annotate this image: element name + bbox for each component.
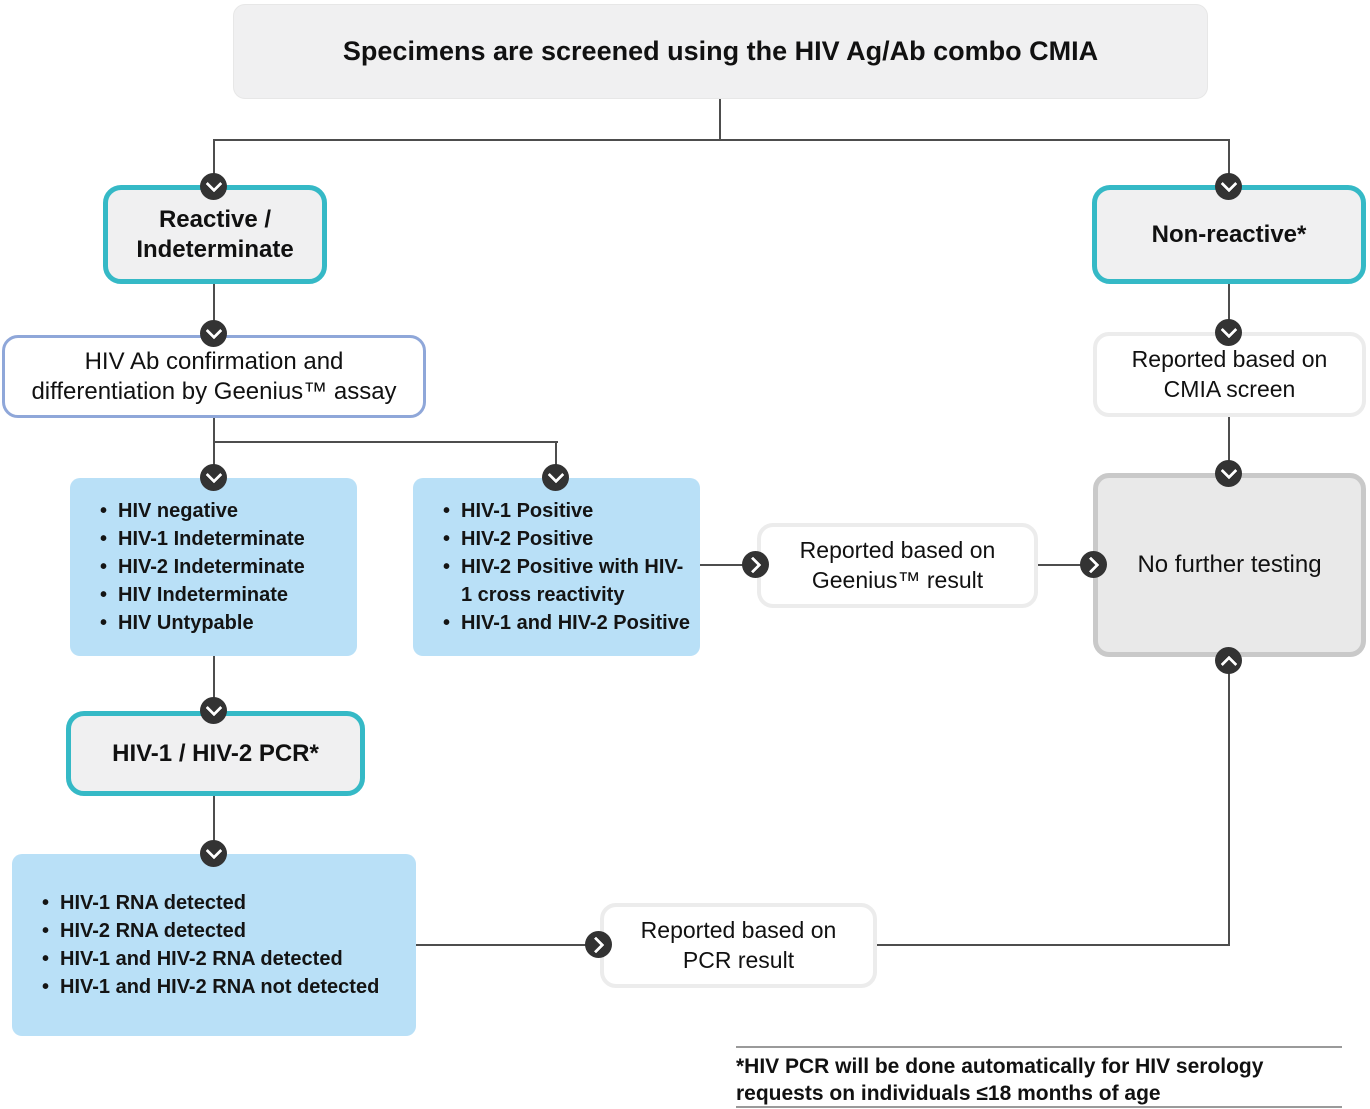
list-item: HIV-1 and HIV-2 RNA detected — [42, 945, 379, 973]
arrow-right-icon — [1080, 551, 1107, 578]
arrow-down-icon — [200, 840, 227, 867]
reactive-label: Reactive / Indeterminate — [136, 205, 294, 263]
pcr-results-node: HIV-1 RNA detectedHIV-2 RNA detectedHIV-… — [12, 854, 416, 1036]
connector-line — [213, 656, 215, 711]
connector-line — [416, 944, 599, 946]
geenius-assay-node: HIV Ab confirmation and differentiation … — [2, 335, 426, 418]
list-item: HIV negative — [100, 497, 305, 525]
arrow-down-icon — [1215, 460, 1242, 487]
arrow-down-icon — [200, 173, 227, 200]
arrow-up-icon — [1215, 647, 1242, 674]
arrow-down-icon — [542, 464, 569, 491]
pcr-report-node: Reported based on PCR result — [600, 903, 877, 988]
arrow-down-icon — [200, 464, 227, 491]
footnote-text: *HIV PCR will be done automatically for … — [736, 1055, 1264, 1106]
connector-line — [213, 417, 215, 443]
list-item: HIV-2 Positive — [443, 525, 690, 553]
arrow-right-icon — [585, 931, 612, 958]
connector-line — [877, 944, 1230, 946]
pcr-label: HIV-1 / HIV-2 PCR* — [112, 739, 319, 767]
screening-title-node: Specimens are screened using the HIV Ag/… — [233, 4, 1208, 99]
connector-line — [700, 564, 756, 566]
screening-title-label: Specimens are screened using the HIV Ag/… — [342, 36, 1099, 66]
arrow-down-icon — [1215, 319, 1242, 346]
geenius-assay-label: HIV Ab confirmation and differentiation … — [31, 347, 397, 405]
list-item: HIV-1 RNA detected — [42, 889, 379, 917]
connector-line — [213, 139, 1230, 141]
pcr-results-list: HIV-1 RNA detectedHIV-2 RNA detectedHIV-… — [42, 889, 379, 1001]
connector-line — [719, 99, 721, 140]
pcr-report-label: Reported based on PCR result — [640, 916, 837, 973]
list-item: HIV-2 RNA detected — [42, 917, 379, 945]
list-item: HIV-1 and HIV-2 Positive — [443, 609, 690, 637]
connector-line — [1038, 564, 1094, 566]
list-item: HIV-2 Positive with HIV-1 cross reactivi… — [443, 553, 690, 609]
arrow-down-icon — [200, 320, 227, 347]
no-further-testing-node: No further testing — [1093, 473, 1366, 657]
connector-line — [213, 796, 215, 854]
nonreactive-label: Non-reactive* — [1151, 220, 1307, 248]
footnote-bottom-rule — [736, 1106, 1342, 1108]
list-item: HIV Untypable — [100, 609, 305, 637]
list-item: HIV-1 and HIV-2 RNA not detected — [42, 973, 379, 1001]
geenius-nonpositive-results-list: HIV negativeHIV-1 IndeterminateHIV-2 Ind… — [100, 497, 305, 637]
geenius-report-label: Reported based on Geenius™ result — [799, 536, 996, 593]
list-item: HIV-1 Indeterminate — [100, 525, 305, 553]
arrow-down-icon — [1215, 173, 1242, 200]
list-item: HIV Indeterminate — [100, 581, 305, 609]
no-further-testing-label: No further testing — [1137, 551, 1322, 578]
cmia-report-label: Reported based on CMIA screen — [1131, 345, 1328, 402]
nonreactive-node: Non-reactive* — [1092, 185, 1366, 284]
geenius-positive-results-node: HIV-1 PositiveHIV-2 PositiveHIV-2 Positi… — [413, 478, 700, 656]
reactive-node: Reactive / Indeterminate — [103, 185, 327, 284]
connector-line — [213, 441, 558, 443]
list-item: HIV-2 Indeterminate — [100, 553, 305, 581]
list-item: HIV-1 Positive — [443, 497, 690, 525]
connector-line — [1228, 139, 1230, 187]
connector-line — [1228, 661, 1230, 946]
connector-line — [1228, 417, 1230, 474]
connector-line — [213, 283, 215, 334]
geenius-nonpositive-results-node: HIV negativeHIV-1 IndeterminateHIV-2 Ind… — [70, 478, 357, 656]
arrow-right-icon — [742, 551, 769, 578]
footnote-top-rule — [736, 1046, 1342, 1048]
connector-line — [213, 441, 215, 479]
geenius-positive-results-list: HIV-1 PositiveHIV-2 PositiveHIV-2 Positi… — [443, 497, 690, 637]
connector-line — [213, 139, 215, 187]
connector-line — [555, 441, 557, 479]
connector-line — [1228, 283, 1230, 333]
arrow-down-icon — [200, 697, 227, 724]
geenius-report-node: Reported based on Geenius™ result — [757, 523, 1038, 608]
